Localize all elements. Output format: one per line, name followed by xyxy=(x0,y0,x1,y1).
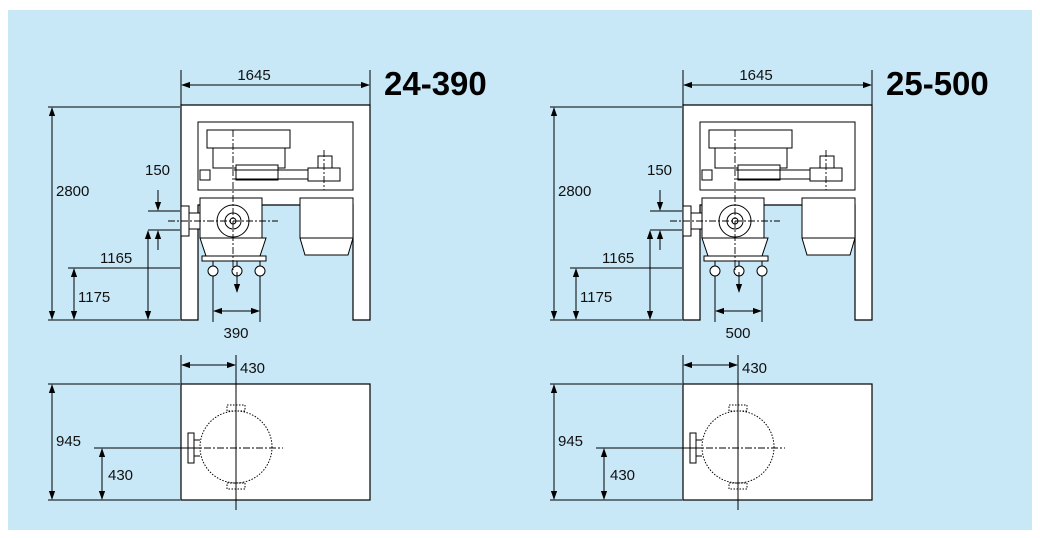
dim-gap-right: 150 xyxy=(647,162,672,179)
layout-left: 24-390 1645 2800 150 1165 1175 390 430 9… xyxy=(48,65,487,510)
dim-wheel-spacing-left: 390 xyxy=(223,325,248,342)
dimension-drawing: 24-390 1645 2800 150 1165 1175 390 430 9… xyxy=(8,10,1032,530)
dim-plan-center-right: 430 xyxy=(610,467,635,484)
dim-width-top-right: 1645 xyxy=(739,67,772,84)
dim-height-total-right: 2800 xyxy=(558,183,591,200)
dim-outlet-height-right: 1165 xyxy=(602,250,634,267)
dim-plan-offset-left: 430 xyxy=(240,360,265,377)
dim-rail-height-left: 1175 xyxy=(78,289,110,306)
layout-right: 25-500 1645 2800 150 1165 1175 500 430 9… xyxy=(550,65,989,510)
drawing-panel: 24-390 1645 2800 150 1165 1175 390 430 9… xyxy=(8,10,1032,530)
background xyxy=(8,10,1032,530)
model-title-right: 25-500 xyxy=(886,65,989,102)
dim-height-total-left: 2800 xyxy=(56,183,89,200)
dim-outlet-height-left: 1165 xyxy=(100,250,132,267)
dim-wheel-spacing-right: 500 xyxy=(725,325,750,342)
dim-plan-center-left: 430 xyxy=(108,467,133,484)
dim-plan-depth-left: 945 xyxy=(56,433,81,450)
dim-plan-depth-right: 945 xyxy=(558,433,583,450)
dim-width-top-left: 1645 xyxy=(237,67,270,84)
model-title-left: 24-390 xyxy=(384,65,487,102)
dim-gap-left: 150 xyxy=(145,162,170,179)
dim-plan-offset-right: 430 xyxy=(742,360,767,377)
dim-rail-height-right: 1175 xyxy=(580,289,612,306)
